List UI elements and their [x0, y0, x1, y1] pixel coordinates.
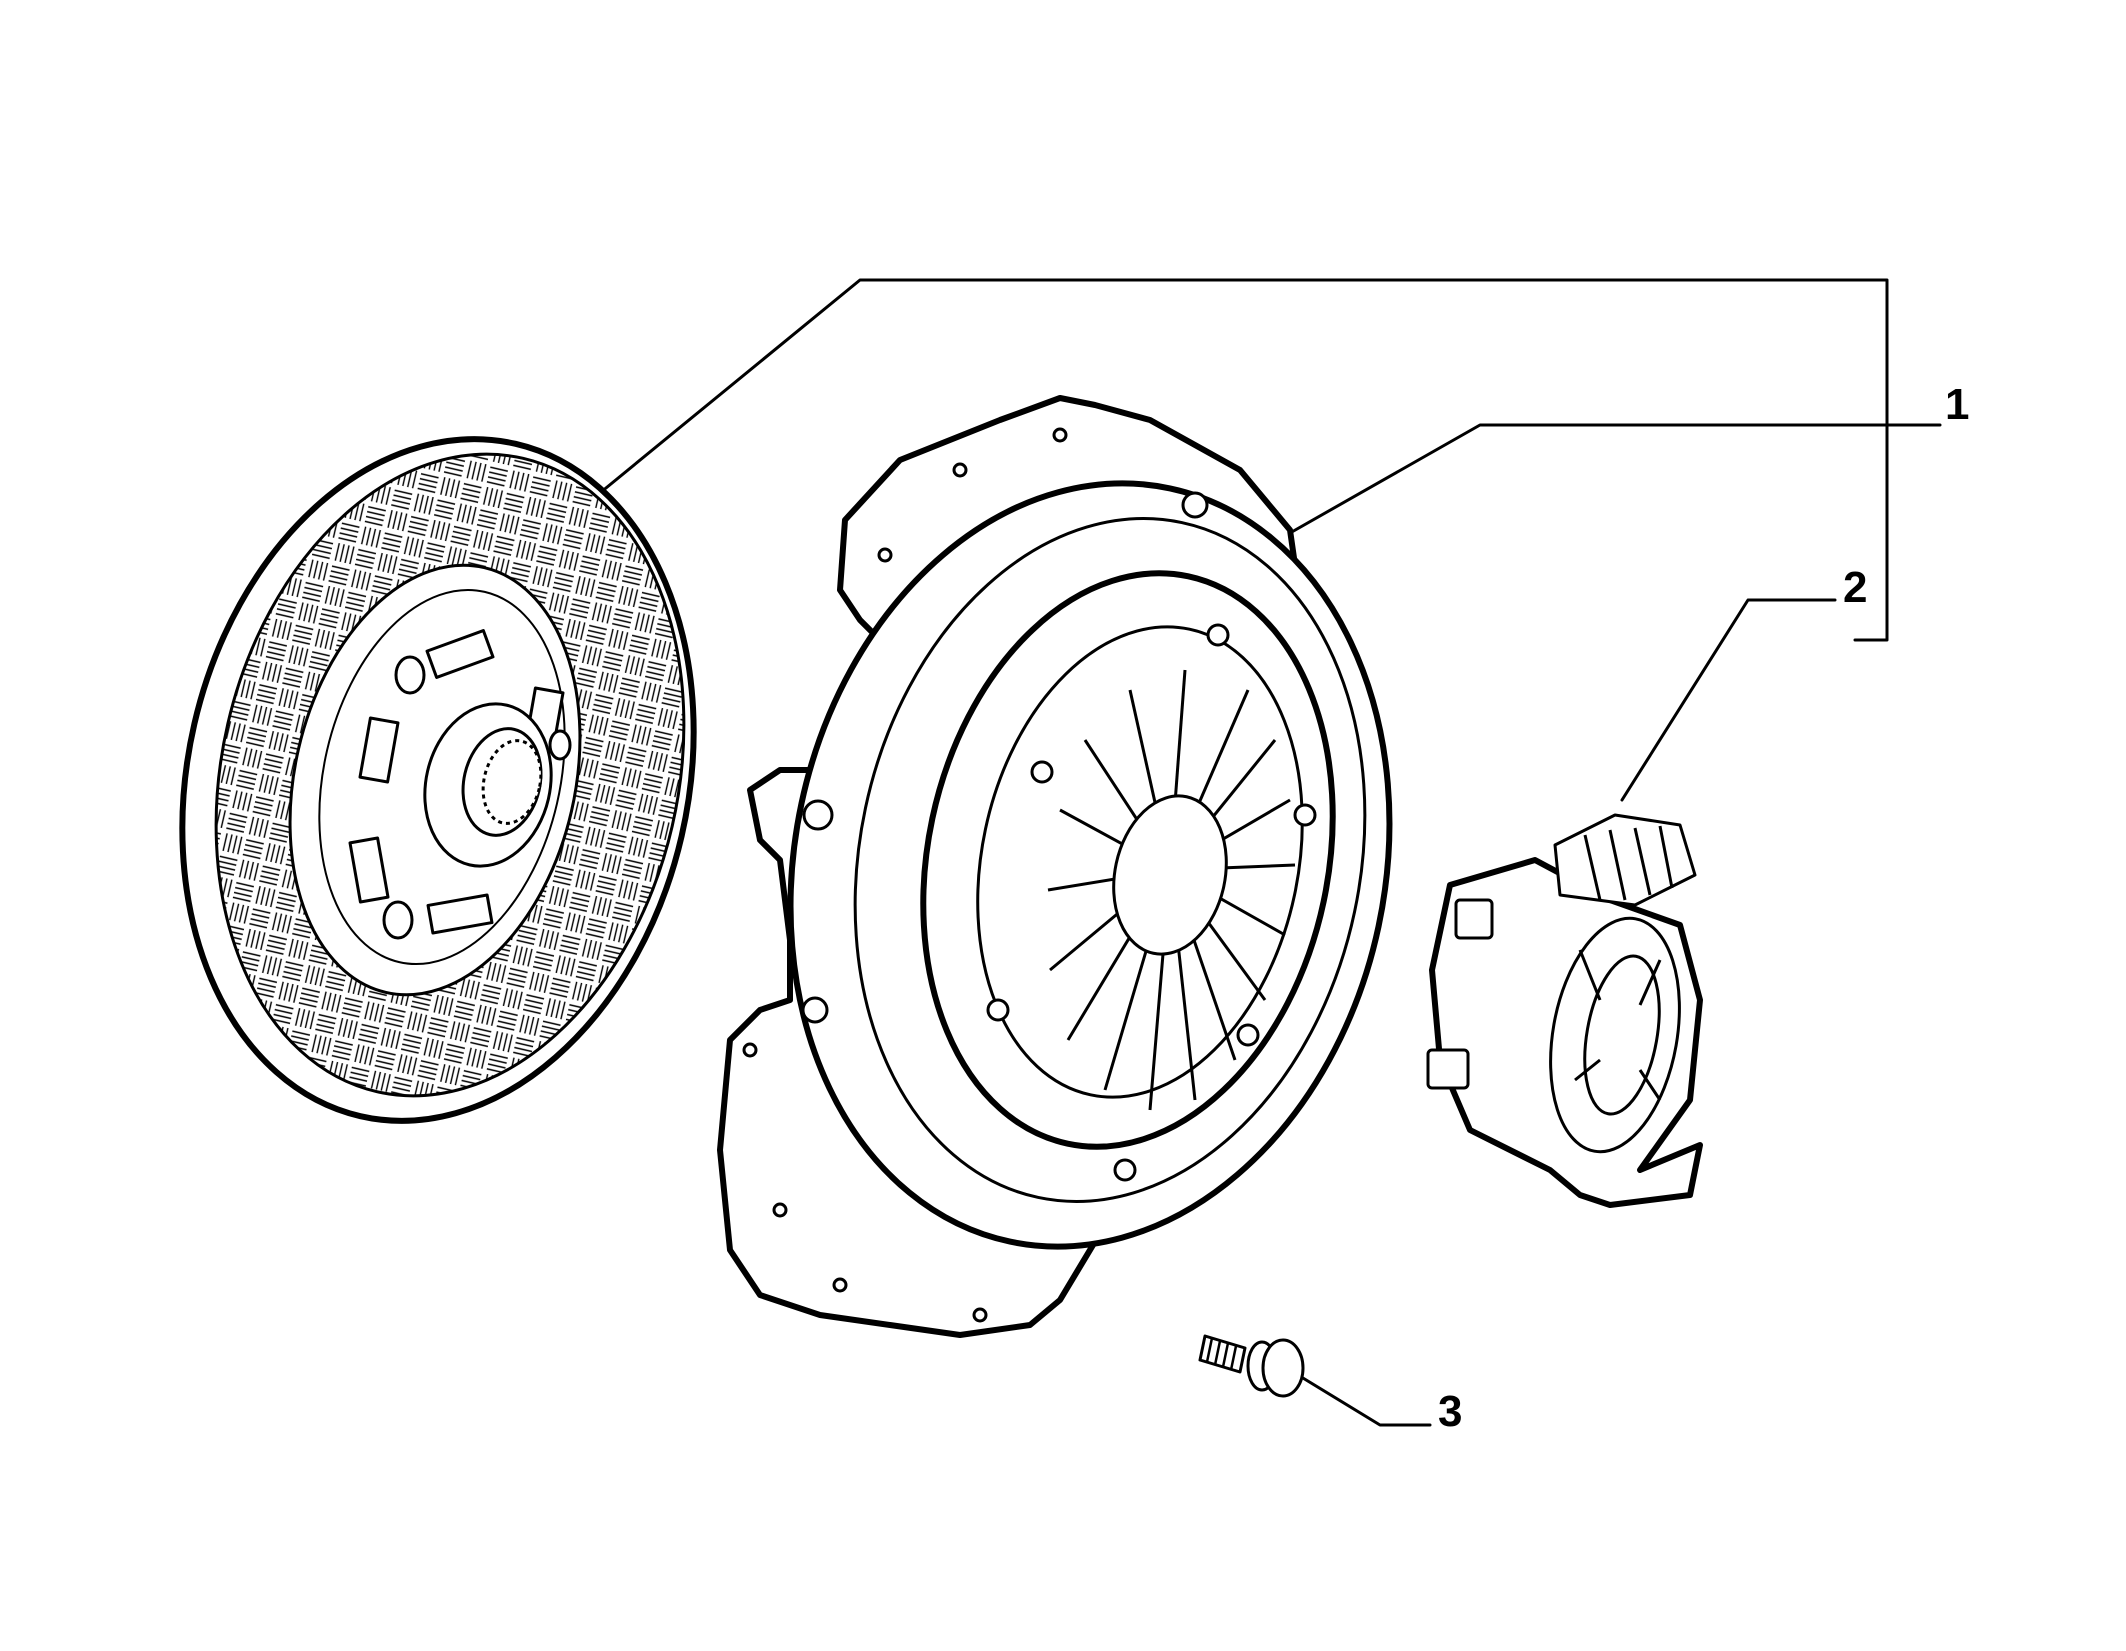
flange-hole — [772, 1202, 788, 1218]
pressure-plate-stud — [802, 799, 834, 831]
pressure-plate-cover — [717, 395, 1393, 1338]
callout-3: 3 — [1438, 1387, 1463, 1436]
diaphragm-spring-center — [1112, 794, 1228, 956]
pressure-plate-bolt — [1113, 1158, 1137, 1182]
pressure-plate-bolt — [986, 998, 1010, 1022]
bolt-with-washer — [1198, 1334, 1305, 1398]
clutch-disc-rivet — [548, 729, 572, 761]
pressure-plate-stud — [801, 996, 829, 1024]
release-bearing — [1426, 813, 1703, 1208]
clutch-disc-rivet — [382, 900, 414, 940]
flange-hole — [877, 547, 893, 563]
release-bearing-tab — [1454, 898, 1494, 940]
leader-1-pressure-plate — [1288, 423, 1942, 535]
flange-hole — [952, 462, 968, 478]
leader-2-release-bearing — [1620, 598, 1837, 802]
pressure-plate-bolt — [1206, 623, 1230, 647]
bolt-head — [1261, 1338, 1305, 1398]
pressure-plate-bolt — [1030, 760, 1054, 784]
clutch-disc-rivet — [394, 655, 426, 695]
release-bearing-top-pad — [1553, 813, 1697, 907]
flange-hole — [972, 1307, 988, 1323]
callout-2: 2 — [1843, 563, 1868, 612]
pressure-plate-bolt — [1236, 1023, 1260, 1047]
callout-1: 1 — [1945, 380, 1970, 429]
flange-hole — [832, 1277, 848, 1293]
flange-hole — [1052, 427, 1068, 443]
release-bearing-tab — [1426, 1048, 1470, 1090]
leader-lines — [593, 278, 1942, 1427]
leader-3-bolt — [1296, 1373, 1432, 1427]
clutch-disc-splines — [481, 739, 543, 825]
pressure-plate-bolt — [1293, 803, 1317, 827]
clutch-disc — [179, 436, 697, 1124]
flange-hole — [742, 1042, 758, 1058]
pressure-plate-stud — [1181, 491, 1209, 519]
leader-1-kit-bracket — [593, 278, 1889, 642]
